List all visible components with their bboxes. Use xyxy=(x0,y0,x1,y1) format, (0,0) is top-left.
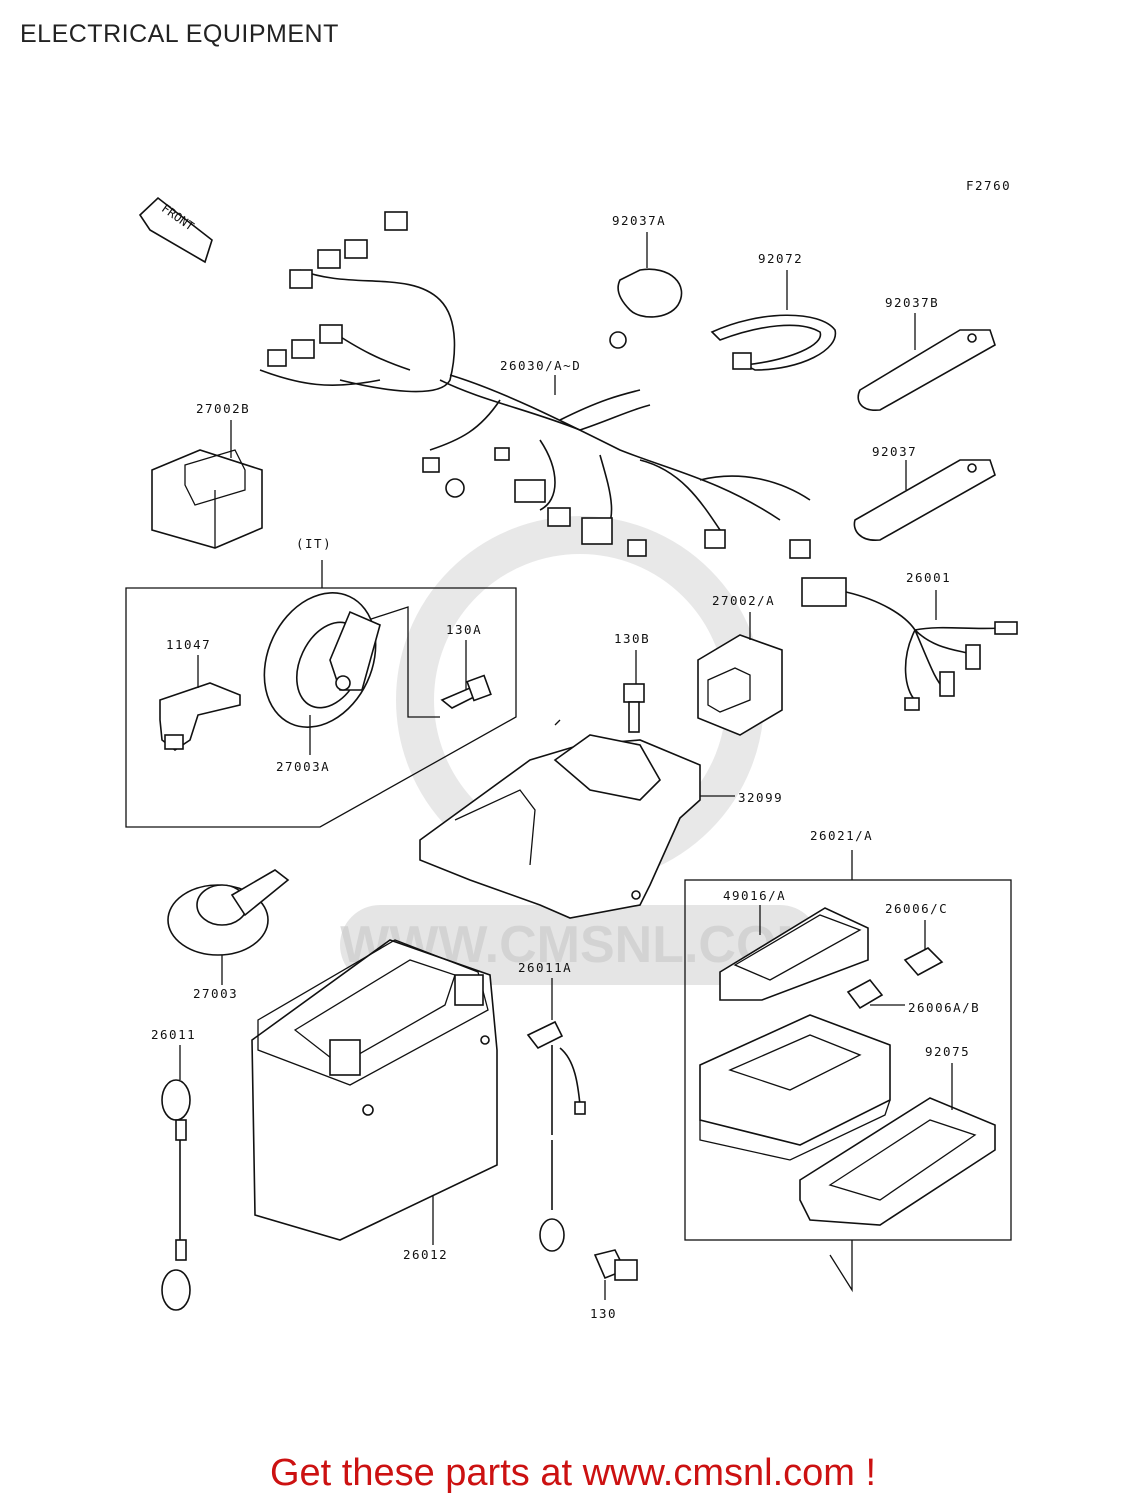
label-92072: 92072 xyxy=(758,251,803,266)
label-26011A: 26011A xyxy=(518,960,572,975)
label-27003: 27003 xyxy=(193,986,238,1001)
bolt-130A xyxy=(440,674,492,709)
group-box-it xyxy=(125,560,517,828)
label-92037B: 92037B xyxy=(885,295,939,310)
sub-harness-26001 xyxy=(801,577,1018,711)
cover-92075 xyxy=(799,1097,996,1226)
label-26012: 26012 xyxy=(403,1247,448,1262)
relay-27002B xyxy=(151,449,263,549)
label-27002B: 27002B xyxy=(196,401,250,416)
horn-27003 xyxy=(167,869,290,956)
label-130A: 130A xyxy=(446,622,482,637)
cover-49016A xyxy=(719,907,869,1001)
cable-26011A xyxy=(526,1020,586,1252)
footer-link[interactable]: Get these parts at www.cmsnl.com ! xyxy=(269,1452,877,1494)
cable-26011 xyxy=(161,1079,191,1311)
figure-code: F2760 xyxy=(966,178,1011,193)
page-title: ELECTRICAL EQUIPMENT xyxy=(20,20,339,48)
battery-26012 xyxy=(251,939,498,1241)
label-130: 130 xyxy=(590,1306,617,1321)
bolt-130 xyxy=(593,1249,638,1281)
label-26021: 26021/A xyxy=(810,828,873,843)
label-130B: 130B xyxy=(614,631,650,646)
plate-92037 xyxy=(853,459,996,541)
fuse-26006AB xyxy=(846,978,884,1010)
tray-32099 xyxy=(419,719,701,919)
plate-92037B xyxy=(857,329,996,411)
label-92075: 92075 xyxy=(925,1044,970,1059)
fuse-box-group-26021 xyxy=(684,850,1012,1293)
label-92037A: 92037A xyxy=(612,213,666,228)
bracket-11047 xyxy=(159,682,241,751)
label-11047: 11047 xyxy=(166,637,211,652)
fuse-block xyxy=(699,1014,891,1161)
label-92037: 92037 xyxy=(872,444,917,459)
clamp-92037A xyxy=(609,268,683,349)
label-26001: 26001 xyxy=(906,570,951,585)
label-26030: 26030/A~D xyxy=(500,358,581,373)
label-26006C: 26006/C xyxy=(885,901,948,916)
fuse-26006C xyxy=(903,947,944,977)
front-arrow-icon: FRONT xyxy=(138,196,213,264)
label-group-it: (IT) xyxy=(296,536,332,551)
label-32099: 32099 xyxy=(738,790,783,805)
label-27002A: 27002/A xyxy=(712,593,775,608)
relay-27002A xyxy=(697,634,783,736)
horn-27003A xyxy=(263,592,381,728)
label-26006AB: 26006A/B xyxy=(908,1000,980,1015)
bolt-130B xyxy=(623,683,645,733)
label-49016A: 49016/A xyxy=(723,888,786,903)
leader-lines xyxy=(179,232,953,1300)
band-92072 xyxy=(710,314,837,371)
label-27003A: 27003A xyxy=(276,759,330,774)
wiring-harness-26030 xyxy=(259,211,811,559)
label-26011: 26011 xyxy=(151,1027,196,1042)
